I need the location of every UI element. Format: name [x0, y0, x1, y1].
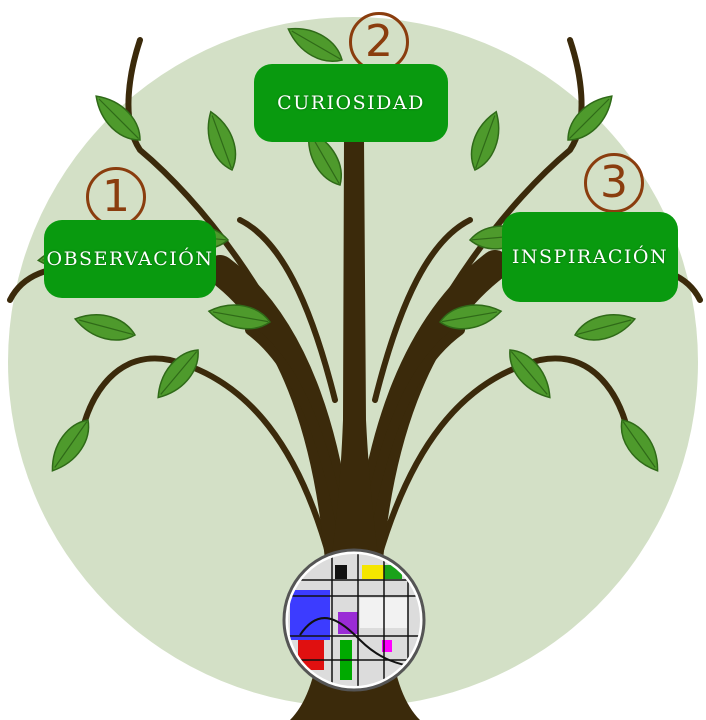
step-number-2: 2: [349, 12, 409, 72]
abstract-geometric-logo-icon: [282, 548, 426, 692]
step-box-curiosidad: CURIOSIDAD: [254, 64, 448, 142]
step-label-curiosidad: CURIOSIDAD: [277, 92, 425, 114]
step-number-1: 1: [86, 167, 146, 227]
step-number-3: 3: [584, 153, 644, 213]
step-box-inspiracion: INSPIRACIÓN: [502, 212, 678, 302]
step-box-observacion: OBSERVACIÓN: [44, 220, 216, 298]
step-label-observacion: OBSERVACIÓN: [46, 248, 214, 270]
step-label-inspiracion: INSPIRACIÓN: [511, 246, 669, 268]
trunk: [290, 140, 420, 720]
